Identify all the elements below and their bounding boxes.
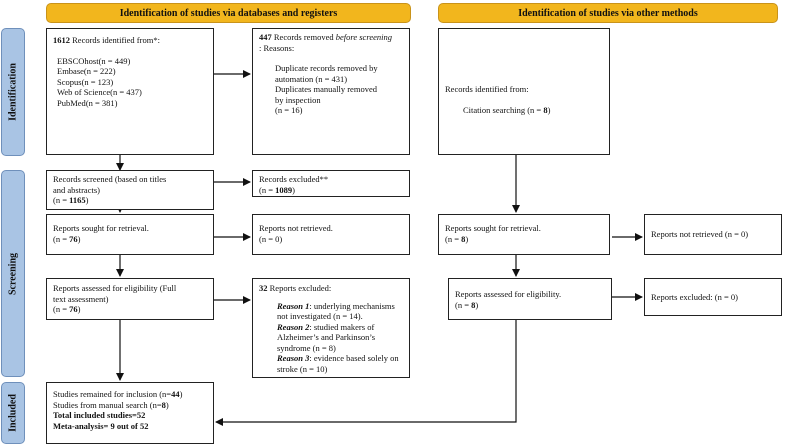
reports-sought-right-box: Reports sought for retrieval. (n = 8) — [438, 214, 610, 255]
stage-identification: Identification — [1, 28, 25, 156]
reports-excluded-right-box: Reports excluded: (n = 0) — [644, 278, 782, 316]
records-removed-box: 447 Records removed before screening bef… — [252, 28, 410, 155]
records-identified-text: Records identified from*: — [70, 35, 160, 45]
records-identified-count: 1612 — [53, 35, 70, 45]
source-row: Scopus(n = 123) — [57, 76, 114, 87]
source-row: EBSCOhost(n = 449) — [57, 55, 131, 66]
stage-identification-label: Identification — [7, 63, 19, 121]
stage-included: Included — [1, 382, 25, 444]
reports-excluded-reasons-box: 32 Reports excluded: Reason 1: underlyin… — [252, 278, 410, 378]
header-databases-label: Identification of studies via databases … — [119, 7, 338, 19]
source-row: Embase(n = 222) — [57, 66, 116, 76]
records-excluded-box: Records excluded** (n = 1089) — [252, 170, 410, 197]
reports-not-retrieved-left-box: Reports not retrieved. (n = 0) — [252, 214, 410, 255]
source-row: Web of Science(n = 437) — [57, 87, 142, 97]
source-row: PubMed(n = 381) — [57, 97, 118, 108]
stage-screening: Screening — [1, 170, 25, 377]
header-other-label: Identification of studies via other meth… — [518, 7, 698, 19]
header-other-methods: Identification of studies via other meth… — [438, 3, 778, 23]
stage-screening-label: Screening — [7, 252, 19, 295]
other-records-identified-box: Records identified from: Citation search… — [438, 28, 610, 155]
header-databases: Identification of studies via databases … — [46, 3, 411, 23]
records-identified-box: 1612 Records identified from*: EBSCOhost… — [46, 28, 214, 155]
records-screened-box: Records screened (based on titles and ab… — [46, 170, 214, 210]
studies-included-box: Studies remained for inclusion (n=44) St… — [46, 382, 214, 444]
reports-assessed-right-box: Reports assessed for eligibility. (n = 8… — [448, 278, 612, 320]
reports-assessed-left-box: Reports assessed for eligibility (Full t… — [46, 278, 214, 320]
reports-not-retrieved-right-box: Reports not retrieved (n = 0) — [644, 214, 782, 255]
stage-included-label: Included — [7, 394, 19, 432]
reports-sought-left-box: Reports sought for retrieval. (n = 76) — [46, 214, 214, 255]
